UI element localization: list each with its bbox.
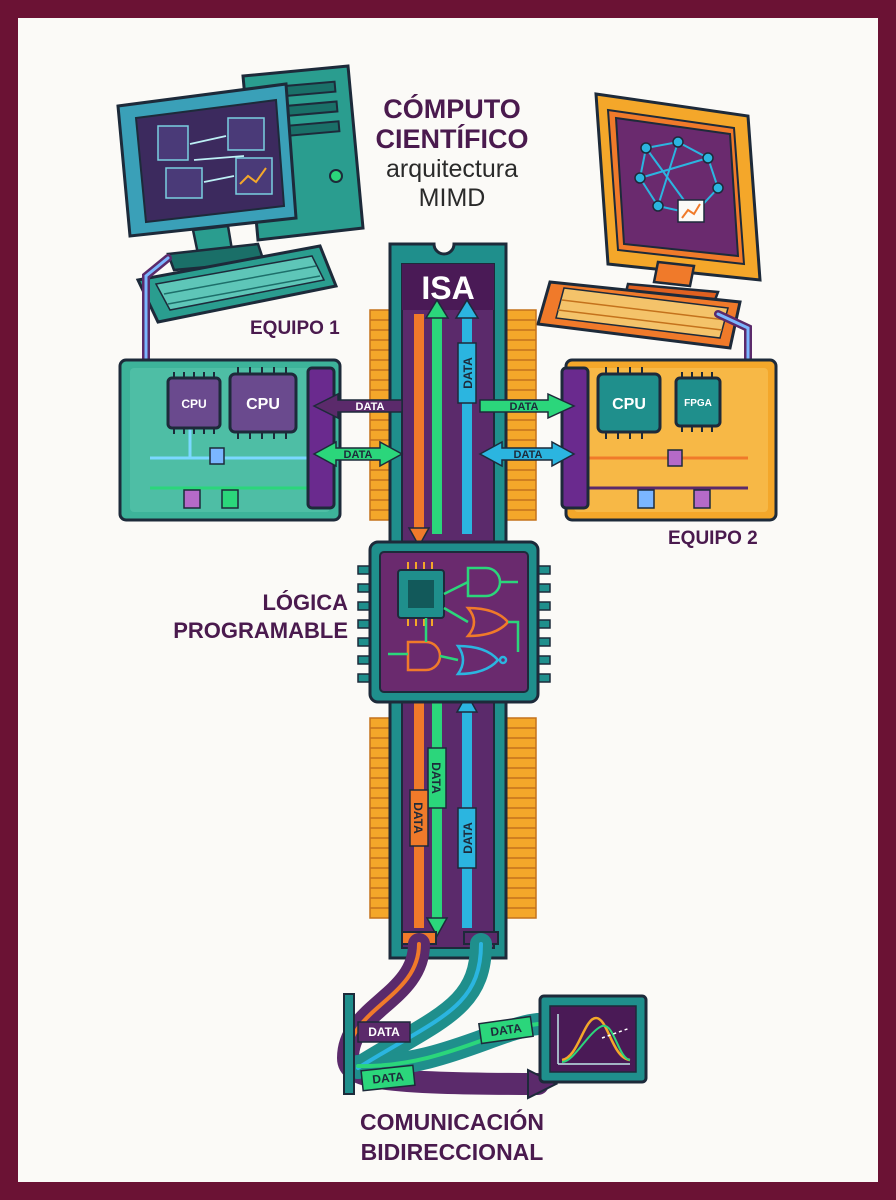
comunicacion-label-line-2: BIDIRECCIONAL: [361, 1139, 544, 1165]
svg-text:DATA: DATA: [510, 401, 539, 413]
diagram: CPU CPU CPU: [116, 64, 778, 1165]
title-line-3: arquitectura: [386, 155, 518, 183]
equipo1-computer-icon: [116, 64, 365, 324]
data-tag-cable-teal: DATA: [360, 1064, 416, 1092]
comunicacion-label-line-1: COMUNICACIÓN: [360, 1108, 544, 1135]
svg-text:DATA: DATA: [344, 449, 373, 461]
cable-endcap: [343, 993, 355, 1095]
svg-text:DATA: DATA: [461, 822, 475, 854]
svg-text:DATA: DATA: [489, 1021, 523, 1039]
title-line-1: CÓMPUTO: [383, 93, 521, 124]
equipo1-label: EQUIPO 1: [250, 318, 340, 339]
bidirectional-cables: [336, 933, 549, 1095]
equipo2-board: CPU FPGA: [560, 358, 778, 522]
data-arrow-right-bottom: DATA: [478, 440, 576, 468]
svg-text:CPU: CPU: [181, 397, 206, 411]
data-tag-cable-green: DATA: [478, 1015, 534, 1045]
data-arrow-right-top: DATA: [479, 392, 576, 420]
poster-canvas: CPU CPU CPU: [18, 18, 878, 1182]
title-line-4: MIMD: [419, 184, 486, 212]
programmable-logic-chip: [357, 540, 551, 704]
logic-gate-icon: [388, 566, 520, 676]
equipo2-computer-icon: [536, 92, 762, 350]
equipo1-cpu-large-chip: CPU: [228, 367, 298, 439]
svg-text:FPGA: FPGA: [684, 398, 712, 409]
data-tag-cable-purple: DATA: [357, 1021, 411, 1043]
svg-text:DATA: DATA: [429, 762, 443, 794]
logica-label-line-2: PROGRAMABLE: [173, 618, 348, 643]
title-block: CÓMPUTO CIENTÍFICO arquitectura MIMD: [376, 93, 529, 212]
equipo2-label: EQUIPO 2: [668, 528, 758, 549]
equipo2-fpga-chip: FPGA: [674, 372, 722, 432]
data-tag-bus-top: DATA: [457, 342, 477, 404]
svg-text:DATA: DATA: [356, 401, 385, 413]
svg-text:CPU: CPU: [612, 396, 646, 413]
svg-text:DATA: DATA: [461, 357, 475, 389]
data-tag-bus-mid-orange: DATA: [409, 789, 429, 847]
svg-text:DATA: DATA: [372, 1069, 405, 1086]
svg-text:DATA: DATA: [514, 449, 543, 461]
equipo1-board: CPU CPU: [118, 358, 342, 522]
data-arrow-left-bottom: DATA: [312, 440, 404, 468]
logic-cpu-chip-icon: [397, 562, 445, 626]
data-tag-bus-mid-green: DATA: [427, 747, 447, 809]
data-arrow-left-top: DATA: [312, 392, 403, 420]
title-line-2: CIENTÍFICO: [376, 123, 529, 154]
equipo1-cpu-small-chip: CPU: [166, 372, 222, 434]
svg-text:CPU: CPU: [246, 396, 280, 413]
chart-curve-green: [561, 1024, 631, 1063]
chart-curve-orange: [561, 1016, 631, 1062]
data-tag-bus-mid-cyan: DATA: [457, 807, 477, 869]
chart-monitor-icon: [538, 994, 648, 1084]
isa-label: ISA: [421, 270, 474, 306]
logica-label-line-1: LÓGICA: [262, 590, 348, 615]
equipo2-cpu-chip: CPU: [596, 367, 662, 439]
svg-text:DATA: DATA: [368, 1025, 400, 1039]
svg-text:DATA: DATA: [411, 802, 425, 834]
